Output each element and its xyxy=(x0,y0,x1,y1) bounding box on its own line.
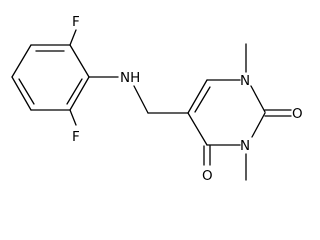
oxygen-2-label: O xyxy=(292,106,303,122)
bond xyxy=(187,112,208,146)
amine-nh-label: NH xyxy=(120,70,140,86)
difluorophenyl-ring xyxy=(11,44,90,111)
molecule-structure: F F NH N N O O xyxy=(11,14,303,184)
bond xyxy=(250,85,266,113)
nitrogen-1-label: N xyxy=(240,73,250,89)
bond xyxy=(69,76,90,111)
bond xyxy=(133,85,149,114)
bond xyxy=(69,44,90,78)
bond xyxy=(251,112,266,138)
bond xyxy=(11,44,32,78)
bond xyxy=(11,76,32,111)
bond xyxy=(187,79,208,114)
pyrimidinedione-ring xyxy=(187,79,266,146)
fluorine-bottom-label: F xyxy=(72,129,80,145)
double-bond-inner xyxy=(194,86,211,113)
double-bond-inner xyxy=(66,78,83,105)
nitrogen-3-label: N xyxy=(240,138,250,154)
fluorine-top-label: F xyxy=(72,14,80,30)
oxygen-4-label: O xyxy=(202,168,213,184)
bond xyxy=(69,109,77,126)
bond xyxy=(69,29,77,46)
double-bond-inner xyxy=(18,78,35,105)
